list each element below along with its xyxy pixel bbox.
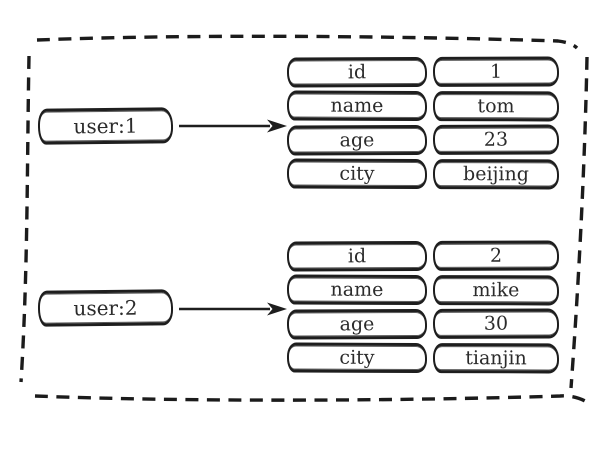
table-row: name tom [286,90,560,122]
field-value-cell: 1 [432,56,560,87]
field-name-cell: name [286,274,428,306]
field-value-cell: beijing [432,159,560,190]
field-name-cell: city [286,342,428,374]
key-label: user:1 [73,113,138,139]
hash-table-user2: id 2 name mike age 30 city tianjin [286,240,560,377]
boundary-bottom-edge [34,394,593,407]
table-row: age 30 [286,308,560,340]
field-value-cell: tom [432,91,560,122]
field-value-cell: 2 [432,240,560,271]
table-row: age 23 [286,124,560,156]
field-name-cell: age [286,308,428,340]
key-label: user:2 [73,295,138,321]
field-name-cell: city [286,158,428,190]
table-row: city tianjin [286,342,560,374]
arrow-right-icon [179,302,287,316]
table-row: name mike [286,274,560,306]
table-row: id 2 [286,240,560,272]
field-name-cell: id [286,240,428,272]
boundary-right-edge [569,56,589,389]
hash-table-user1: id 1 name tom age 23 city beijing [286,56,560,193]
key-box-user1: user:1 [37,107,174,145]
arrow-right-icon [179,119,287,133]
field-value-cell: 23 [432,124,560,155]
field-name-cell: age [286,124,428,156]
field-value-cell: mike [432,275,560,306]
table-row: id 1 [286,56,560,88]
field-value-cell: tianjin [432,343,560,374]
boundary-left-edge [19,55,31,383]
field-name-cell: name [286,90,428,122]
field-value-cell: 30 [432,308,560,339]
boundary-top-edge [36,34,579,50]
key-box-user2: user:2 [37,289,174,327]
table-row: city beijing [286,158,560,190]
field-name-cell: id [286,56,428,88]
